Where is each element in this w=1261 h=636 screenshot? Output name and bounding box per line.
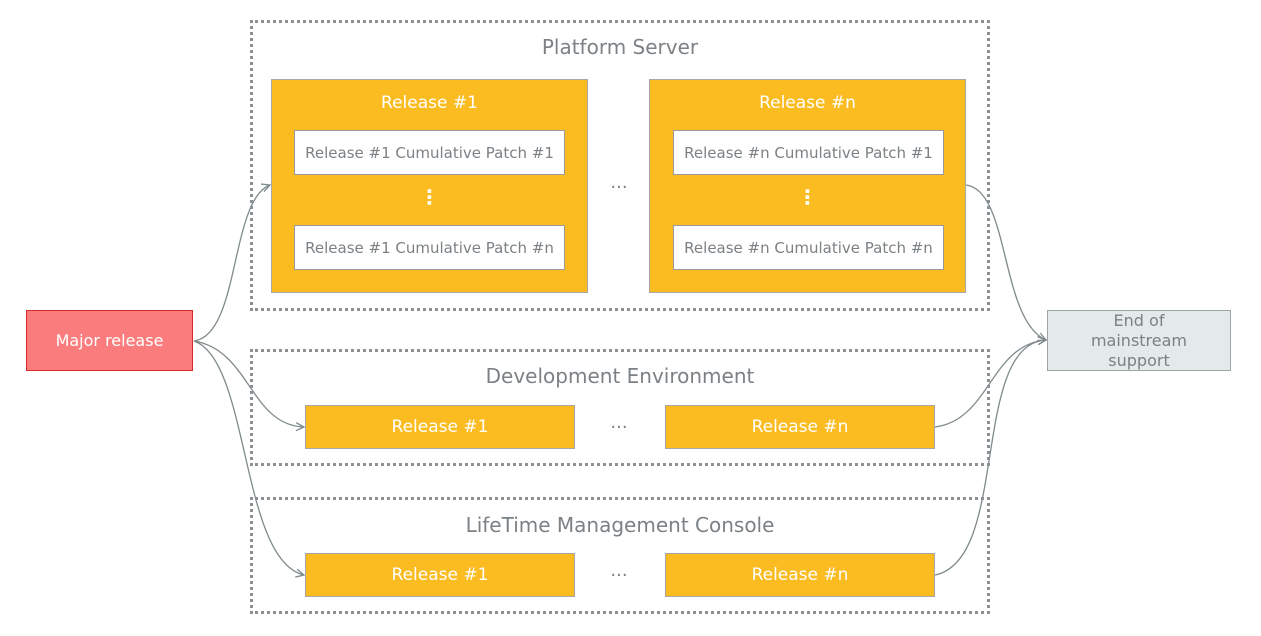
platform-release-n-title: Release #n — [759, 93, 856, 113]
vertical-ellipsis: ⋮ — [419, 185, 440, 209]
release-label: Release #n — [751, 417, 849, 437]
end-of-support-label: End of mainstream support — [1090, 310, 1188, 370]
devenv-release-n: Release #n — [665, 405, 935, 449]
platform-server-title: Platform Server — [541, 35, 699, 59]
patch-label: Release #n Cumulative Patch #1 — [684, 143, 933, 162]
release-label: Release #1 — [391, 565, 489, 585]
lifetime-release-n: Release #n — [665, 553, 935, 597]
patch-box: Release #n Cumulative Patch #1 — [673, 130, 944, 175]
platform-ellipsis: ... — [610, 172, 628, 193]
devenv-release-1: Release #1 — [305, 405, 575, 449]
patch-box: Release #n Cumulative Patch #n — [673, 225, 944, 270]
arrow-devenv-to-eos — [934, 340, 1046, 428]
patch-label: Release #n Cumulative Patch #n — [684, 238, 933, 257]
lifetime-ellipsis: ... — [610, 560, 628, 581]
vertical-ellipsis: ⋮ — [797, 185, 818, 209]
end-of-support-node: End of mainstream support — [1047, 310, 1231, 371]
patch-label: Release #1 Cumulative Patch #1 — [305, 143, 554, 162]
release-label: Release #n — [751, 565, 849, 585]
devenv-ellipsis: ... — [610, 412, 628, 433]
platform-release-n: Release #n Release #n Cumulative Patch #… — [649, 79, 966, 293]
release-label: Release #1 — [391, 417, 489, 437]
development-environment-title: Development Environment — [485, 364, 755, 388]
platform-server-group: Platform Server — [250, 20, 990, 311]
major-release-node: Major release — [26, 310, 193, 371]
patch-box: Release #1 Cumulative Patch #n — [294, 225, 565, 270]
platform-release-1-title: Release #1 — [381, 93, 478, 113]
development-environment-group: Development Environment — [250, 349, 990, 466]
arrow-major-to-lifetime — [193, 340, 304, 575]
lifetime-release-1: Release #1 — [305, 553, 575, 597]
platform-release-1: Release #1 Release #1 Cumulative Patch #… — [271, 79, 588, 293]
patch-box: Release #1 Cumulative Patch #1 — [294, 130, 565, 175]
arrow-lifetime-to-eos — [934, 340, 1046, 576]
arrow-major-to-platform — [193, 185, 270, 342]
major-release-label: Major release — [55, 331, 164, 350]
lifetime-console-title: LifeTime Management Console — [465, 513, 775, 537]
patch-label: Release #1 Cumulative Patch #n — [305, 238, 554, 257]
arrow-major-to-devenv — [193, 340, 304, 427]
lifetime-console-group: LifeTime Management Console — [250, 497, 990, 614]
arrow-platform-to-eos — [965, 184, 1046, 340]
